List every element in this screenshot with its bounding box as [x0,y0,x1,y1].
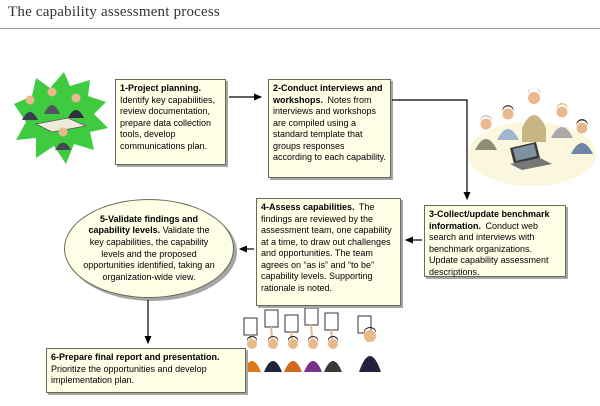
step2-heading: 2-Conduct interviews and workshops. [273,83,383,105]
title-divider [0,28,600,29]
people-holding-cards-clipart [238,306,398,372]
step6-body: Prioritize the opportunities and develop… [51,363,207,386]
step5-text: 5-Validate findings and capability level… [81,214,217,283]
card-voting-clipart-svg [243,307,381,372]
step2-box: 2-Conduct interviews and workshops. Note… [268,79,391,178]
arrow-step2-to-step3 [392,99,471,201]
step3-heading: 3-Collect/update benchmark information. [429,209,550,231]
step6-heading: 6-Prepare final report and presentation. [51,352,220,362]
step2-body: Notes from interviews and workshops are … [273,94,386,163]
step4-box: 4-Assess capabilities. The findings are … [256,198,401,306]
step1-body: Identify key capabilities, review docume… [120,94,216,151]
team-laptop-clipart-svg [468,88,596,186]
step1-box: 1-Project planning. Identify key capabil… [115,79,226,165]
step6-box: 6-Prepare final report and presentation.… [46,348,246,393]
step5-ellipse: 5-Validate findings and capability level… [64,199,234,298]
planning-meeting-clipart [6,66,112,172]
step5-heading: 5-Validate findings and capability level… [88,213,198,236]
step1-heading: 1-Project planning. [120,83,202,93]
step4-body: The findings are reviewed by the assessm… [261,202,392,293]
team-around-laptop-clipart [466,82,598,188]
step3-box: 3-Collect/update benchmark information. … [424,205,566,277]
step3-body: Conduct web search and interviews with b… [429,220,549,277]
step5-body: Validate the key capabilities, the capab… [83,225,215,282]
step4-heading: 4-Assess capabilities. [261,202,355,212]
planning-meeting-clipart-svg [14,72,108,164]
page-title: The capability assessment process [8,4,220,20]
